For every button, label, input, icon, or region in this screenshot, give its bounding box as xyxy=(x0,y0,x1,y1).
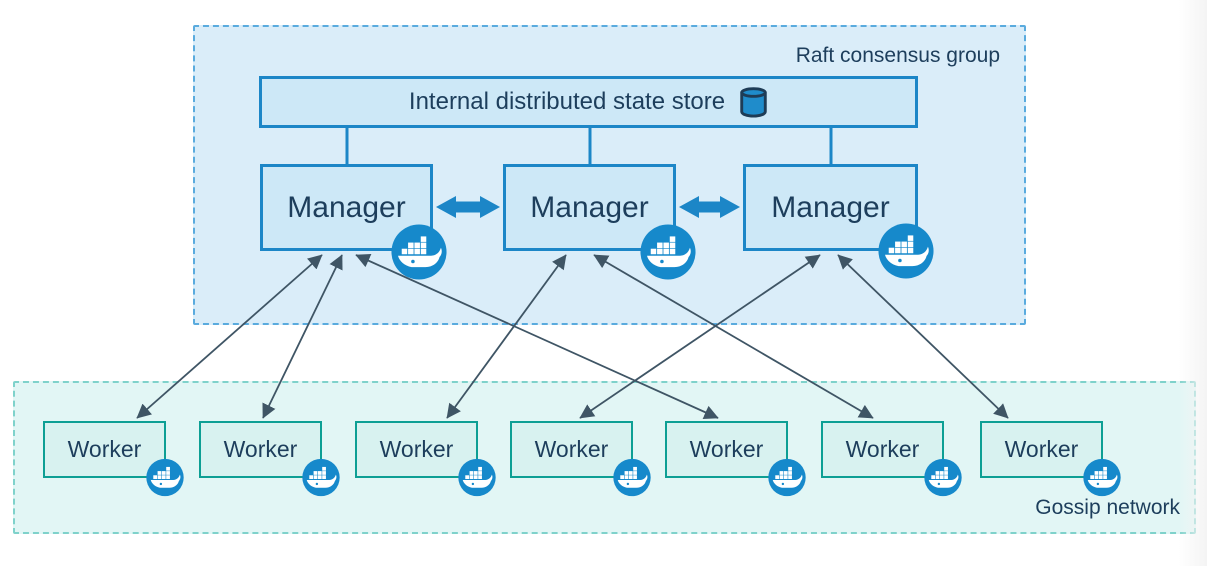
window-edge-shading xyxy=(1179,0,1207,566)
worker-label: Worker xyxy=(1004,436,1079,462)
manager-label: Manager xyxy=(287,190,406,224)
worker-label: Worker xyxy=(689,436,764,462)
manager-box-2: Manager xyxy=(503,164,676,251)
state-store-label: Internal distributed state store xyxy=(408,88,726,115)
manager-box-1: Manager xyxy=(260,164,433,251)
worker-box-6: Worker xyxy=(821,421,944,478)
worker-label: Worker xyxy=(67,436,142,462)
worker-box-7: Worker xyxy=(980,421,1103,478)
raft-group-label: Raft consensus group xyxy=(795,44,1000,67)
worker-box-2: Worker xyxy=(199,421,322,478)
database-icon xyxy=(740,86,767,118)
manager-label: Manager xyxy=(530,190,649,224)
manager-box-3: Manager xyxy=(743,164,918,251)
manager-label: Manager xyxy=(771,190,890,224)
worker-box-3: Worker xyxy=(355,421,478,478)
state-store-box: Internal distributed state store xyxy=(259,76,918,128)
worker-label: Worker xyxy=(534,436,609,462)
worker-label: Worker xyxy=(845,436,920,462)
worker-label: Worker xyxy=(379,436,454,462)
worker-box-5: Worker xyxy=(665,421,788,478)
worker-box-4: Worker xyxy=(510,421,633,478)
worker-label: Worker xyxy=(223,436,298,462)
gossip-network-label: Gossip network xyxy=(1035,496,1180,519)
worker-box-1: Worker xyxy=(43,421,166,478)
